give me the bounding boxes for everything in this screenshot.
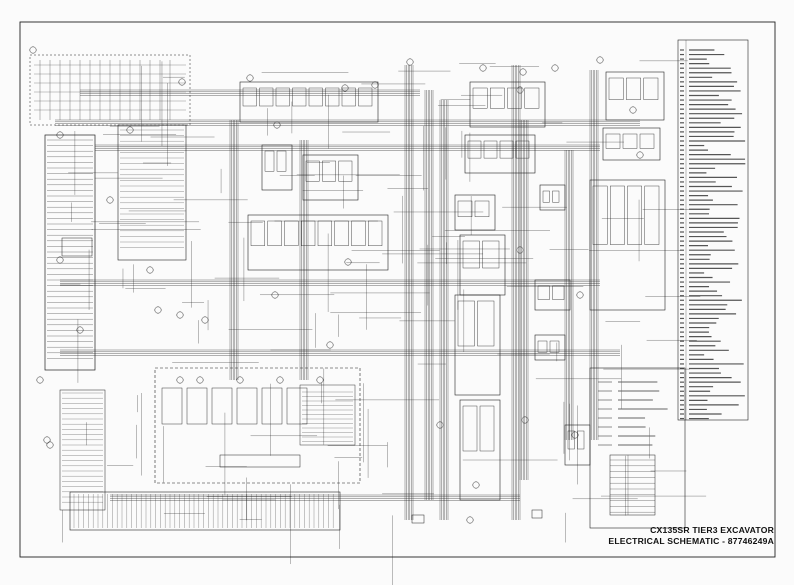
callout-bubble-2 — [178, 78, 186, 86]
symbol-key-box — [589, 367, 686, 529]
callout-bubble-11 — [596, 56, 604, 64]
ecu-connector-left — [44, 134, 96, 371]
module-8 — [602, 127, 661, 161]
controller-block — [117, 124, 187, 261]
callout-bubble-5 — [341, 84, 349, 92]
callout-bubble-30 — [472, 481, 480, 489]
callout-bubble-25 — [316, 376, 324, 384]
module-14 — [534, 334, 566, 361]
callout-bubble-41 — [516, 246, 524, 254]
sheet-border — [19, 21, 776, 558]
callout-bubble-34 — [636, 151, 644, 159]
callout-bubble-12 — [56, 131, 64, 139]
callout-bubble-24 — [276, 376, 284, 384]
module-7 — [605, 71, 665, 121]
callout-bubble-36 — [43, 436, 51, 444]
callout-bubble-1 — [29, 46, 37, 54]
module-1 — [239, 81, 379, 123]
callout-bubble-4 — [273, 121, 281, 129]
callout-bubble-38 — [36, 376, 44, 384]
callout-bubble-15 — [56, 256, 64, 264]
module-3 — [302, 154, 359, 201]
wire-harness — [55, 60, 708, 585]
callout-bubble-20 — [201, 316, 209, 324]
callout-bubble-37 — [46, 441, 54, 449]
module-16 — [459, 399, 501, 501]
callout-bubble-7 — [406, 58, 414, 66]
callout-bubble-19 — [176, 311, 184, 319]
callout-bubble-9 — [519, 68, 527, 76]
module-13 — [534, 279, 571, 311]
symbol-key-inner-table — [609, 454, 656, 516]
module-9 — [589, 179, 666, 311]
module-15 — [539, 184, 566, 211]
callout-bubble-40 — [571, 431, 579, 439]
drawing-frame — [19, 21, 776, 558]
callout-bubble-33 — [629, 106, 637, 114]
lower-controller-dashed — [154, 367, 361, 484]
callout-bubble-32 — [516, 86, 524, 94]
callout-bubble-8 — [479, 64, 487, 72]
module-10 — [454, 194, 496, 231]
callout-bubble-21 — [176, 376, 184, 384]
drawing-subtitle: ELECTRICAL SCHEMATIC - 87746249A — [608, 536, 774, 546]
title-block: CX135SR TIER3 EXCAVATOR ELECTRICAL SCHEM… — [584, 525, 774, 547]
callout-bubble-14 — [106, 196, 114, 204]
module-12 — [454, 294, 501, 396]
callout-bubble-18 — [154, 306, 162, 314]
callout-bubble-10 — [551, 64, 559, 72]
parts-legend-table — [677, 39, 749, 421]
bottom-plug — [411, 514, 425, 524]
callout-bubble-35 — [576, 291, 584, 299]
drawing-title: CX135SR TIER3 EXCAVATOR — [650, 525, 774, 535]
bottom-plug-right — [531, 509, 543, 519]
callout-bubble-13 — [126, 126, 134, 134]
legend-table-frame — [677, 39, 749, 421]
module-5 — [469, 81, 546, 128]
left-connector-strip — [59, 389, 106, 511]
callout-bubble-39 — [521, 416, 529, 424]
callout-bubble-22 — [196, 376, 204, 384]
symbol-key-frame — [589, 367, 686, 529]
callout-bubble-6 — [371, 81, 379, 89]
top-left-wire-table — [29, 54, 191, 126]
callout-bubble-17 — [146, 266, 154, 274]
callout-bubble-3 — [246, 74, 254, 82]
callout-bubble-27 — [344, 258, 352, 266]
callout-bubble-23 — [236, 376, 244, 384]
callout-bubble-26 — [326, 341, 334, 349]
callout-bubble-16 — [76, 326, 84, 334]
callout-bubble-29 — [436, 421, 444, 429]
module-2 — [261, 144, 293, 191]
callout-bubble-31 — [466, 516, 474, 524]
bottom-connector-strip — [69, 491, 341, 531]
callout-bubble-28 — [271, 291, 279, 299]
component-blocks — [29, 46, 666, 524]
module-6 — [464, 134, 536, 174]
module-4 — [247, 214, 389, 271]
connector-strips — [59, 389, 543, 531]
